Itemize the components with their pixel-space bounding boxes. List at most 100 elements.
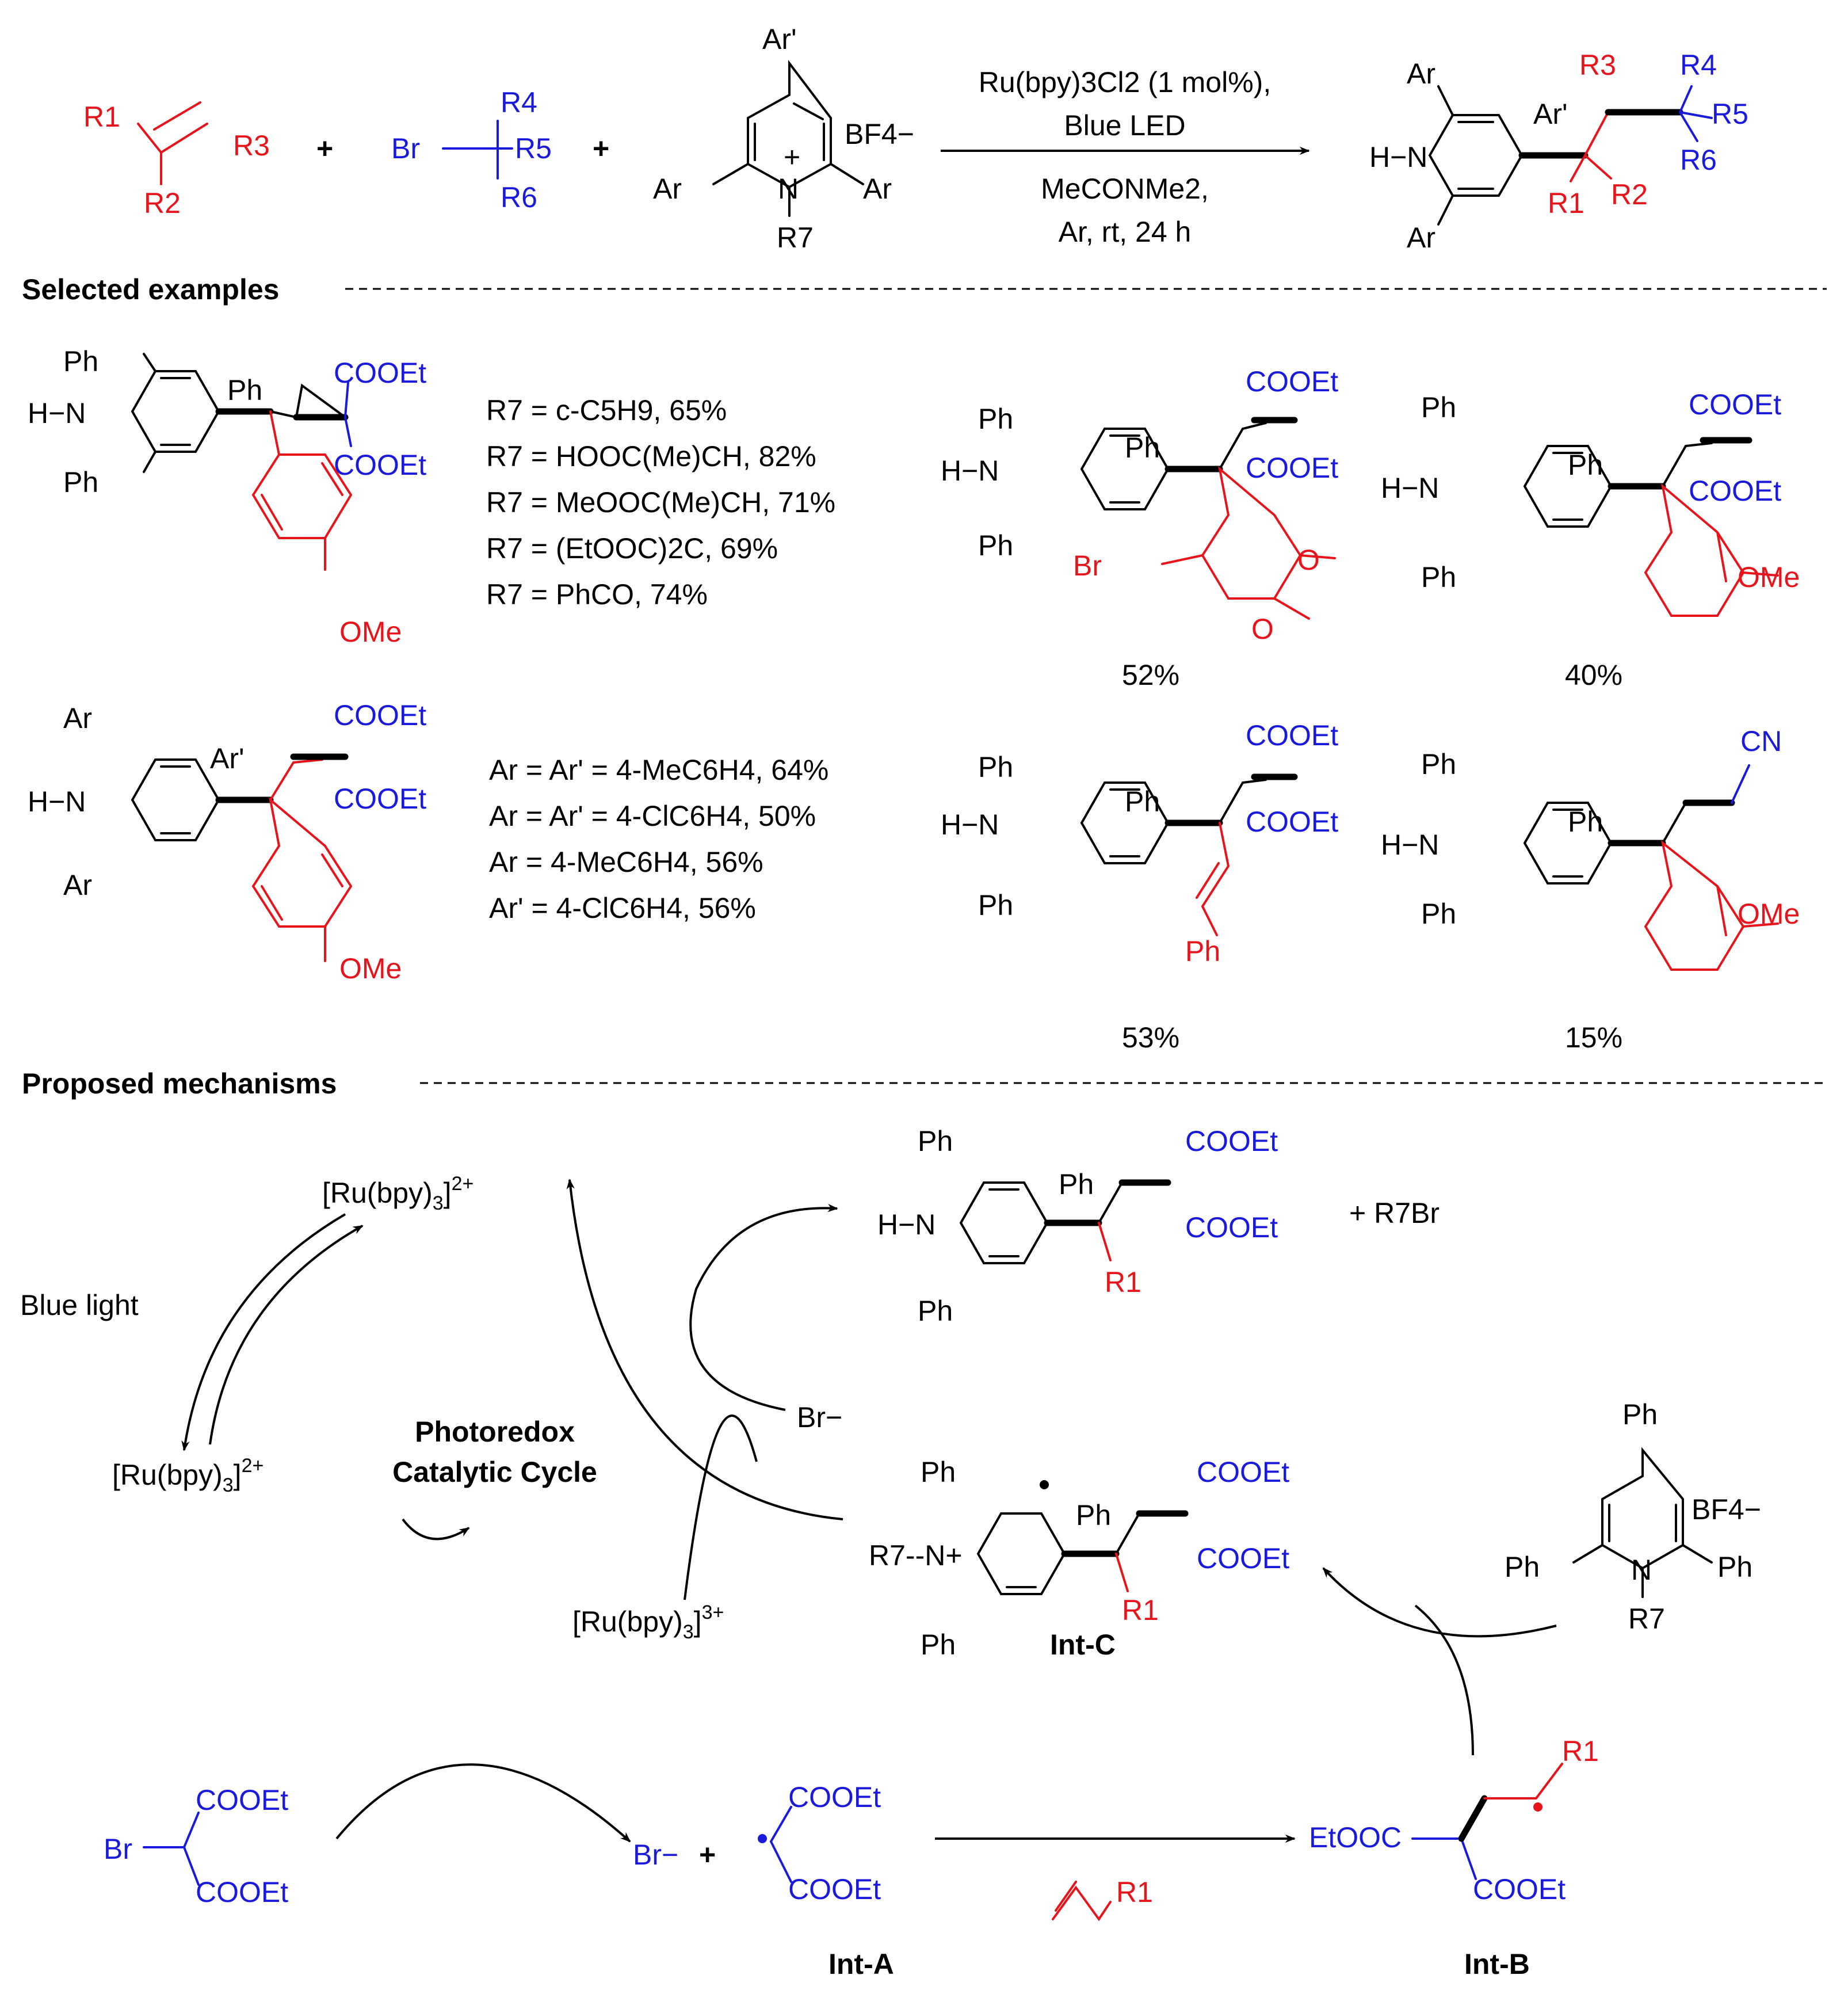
ex5-ph-styryl: Ph [1185, 935, 1220, 967]
ex2-cooet-1: COOEt [1246, 365, 1338, 398]
plus-sign-3: + [699, 1839, 716, 1871]
ex4-ar-top: Ar [63, 702, 92, 734]
intc-ph-quat: Ph [1076, 1499, 1111, 1531]
example-nitrile: Ph H−N Ph Ph CN OMe 15% [1381, 725, 1800, 1054]
alkene-reactant: R1 R2 R3 [83, 101, 270, 219]
ex3-yield: 40% [1565, 659, 1622, 691]
ex6-ph-quat: Ph [1568, 806, 1603, 838]
ex3-cooet-2: COOEt [1689, 475, 1781, 507]
ex1-ph-quat: Ph [227, 374, 262, 406]
bromide-anion: Br− [633, 1839, 678, 1871]
malonyl-radical-cooet-2: COOEt [788, 1873, 881, 1905]
ex1-ph-top: Ph [63, 345, 98, 378]
ex2-ph-top: Ph [978, 403, 1013, 435]
pyridinium-r7: R7 [777, 222, 814, 254]
intc-cooet-2: COOEt [1197, 1542, 1289, 1574]
intc-ph-bottom: Ph [921, 1629, 956, 1661]
mp-ph-top: Ph [918, 1125, 953, 1157]
product-r5: R5 [1712, 98, 1748, 130]
alkene-r1-reagent: R1 [1116, 1876, 1153, 1908]
ex5-ph-top: Ph [978, 751, 1013, 783]
product-ar-top: Ar [1407, 58, 1435, 90]
pyridinium-salt-reactant: Ar' Ar Ar N + R7 BF4− [653, 23, 914, 254]
intb-cooet: COOEt [1473, 1873, 1566, 1905]
ex3-ome: OMe [1738, 561, 1800, 593]
bromomalonate-br: Br [104, 1833, 132, 1865]
ex6-ph-bottom: Ph [1421, 898, 1456, 930]
ex5-ph-bottom: Ph [978, 889, 1013, 921]
ru-bpy3-3plus: [Ru(bpy)3]3+ [572, 1602, 724, 1643]
ex1-ome: OMe [339, 616, 402, 648]
intc-ph-top: Ph [921, 1456, 956, 1488]
mp-r1: R1 [1105, 1266, 1141, 1298]
pyridinium-ar-top: Ar' [762, 23, 797, 55]
reaction-arrow: Ru(bpy)3Cl2 (1 mol%), Blue LED MeCONMe2,… [941, 66, 1310, 248]
ex4-nh: H−N [28, 786, 86, 818]
product-r6: R6 [1680, 144, 1717, 176]
product-r1: R1 [1548, 187, 1584, 219]
mech-pyr-ph-left: Ph [1505, 1551, 1540, 1583]
intb-etooc: EtOOC [1309, 1821, 1402, 1854]
ex3-nh: H−N [1381, 472, 1439, 504]
proposed-mechanisms-heading: Proposed mechanisms [22, 1067, 337, 1100]
ex2-yield: 52% [1122, 659, 1179, 691]
ar-entry-1: Ar = Ar' = 4-MeC6H4, 64% [489, 754, 828, 786]
ex2-br: Br [1073, 550, 1102, 582]
alkene-r2: R2 [144, 187, 181, 219]
ru-bpy3-2plus-excited: [Ru(bpy)3]2+ [112, 1455, 264, 1496]
mechanism-pyridinium: Ph Ph Ph N R7 BF4− [1322, 1398, 1761, 1756]
bromomalonate-cooet-1: COOEt [196, 1784, 288, 1816]
bromide-br: Br [391, 132, 420, 165]
condition-atmosphere: Ar, rt, 24 h [1059, 216, 1192, 248]
ex6-yield: 15% [1565, 1021, 1622, 1054]
mp-ph-quat: Ph [1059, 1168, 1094, 1200]
r7-entry-5: R7 = PhCO, 74% [486, 578, 708, 611]
intc-r1: R1 [1122, 1594, 1159, 1626]
mp-ph-bottom: Ph [918, 1295, 953, 1327]
ex6-ome: OMe [1738, 898, 1800, 930]
blue-light-label: Blue light [20, 1289, 139, 1321]
ex1-nh: H−N [28, 397, 86, 429]
br-minus-release: Br− [797, 1401, 842, 1433]
ex6-nh: H−N [1381, 829, 1439, 861]
ru-bpy3-2plus-ground: [Ru(bpy)3]2+ [322, 1173, 474, 1214]
ex1-ph-bottom: Ph [63, 466, 98, 498]
cycle-label-2: Catalytic Cycle [392, 1456, 597, 1488]
product-r3: R3 [1579, 49, 1616, 81]
product-arp: Ar' [1533, 98, 1568, 130]
plus-sign-1: + [316, 132, 333, 165]
ar-yield-list: Ar = Ar' = 4-MeC6H4, 64% Ar = Ar' = 4-Cl… [489, 754, 828, 924]
example-bromo-benzodioxole: Ph H−N Ph Ph COOEt COOEt Br O O 52% [941, 365, 1338, 691]
ex4-cooet-1: COOEt [334, 699, 426, 731]
pyridinium-ar-right: Ar [863, 173, 892, 205]
ex4-ome: OMe [339, 952, 402, 985]
r7-yield-list: R7 = c-C5H9, 65% R7 = HOOC(Me)CH, 82% R7… [486, 394, 835, 611]
ex4-cooet-2: COOEt [334, 783, 426, 815]
ex2-o-2: O [1251, 613, 1274, 645]
ex3-ph-quat: Ph [1568, 449, 1603, 481]
ex2-ph-bottom: Ph [978, 529, 1013, 562]
ar-entry-2: Ar = Ar' = 4-ClC6H4, 50% [489, 800, 816, 832]
pyridinium-counterion: BF4− [845, 118, 914, 150]
r7br-byproduct: + R7Br [1349, 1197, 1440, 1229]
inta-label: Int-A [828, 1948, 894, 1980]
intermediate-c: Ph R7--N+ Ph Ph COOEt COOEt R1 Int-C [869, 1456, 1289, 1661]
product-r4: R4 [1680, 49, 1717, 81]
ex2-cooet-2: COOEt [1246, 452, 1338, 484]
mech-pyr-n: N [1631, 1554, 1652, 1586]
example-3-methoxyphenyl: Ph H−N Ph Ph COOEt COOEt OMe 40% [1381, 388, 1800, 691]
example-styryl: Ph H−N Ph Ph COOEt COOEt Ph 53% [941, 719, 1338, 1054]
mech-pyr-r7: R7 [1628, 1603, 1665, 1635]
ar-entry-3: Ar = 4-MeC6H4, 56% [489, 846, 763, 878]
product-r2: R2 [1611, 178, 1648, 211]
intc-r7-n: R7--N+ [869, 1539, 963, 1572]
condition-catalyst: Ru(bpy)3Cl2 (1 mol%), [979, 66, 1271, 98]
ex6-cn: CN [1740, 725, 1782, 757]
ex3-cooet-1: COOEt [1689, 388, 1781, 421]
ex3-ph-top: Ph [1421, 391, 1456, 424]
ex2-o-1: O [1297, 544, 1320, 576]
mech-pyr-ph-top: Ph [1622, 1398, 1658, 1431]
bromide-r6: R6 [501, 181, 537, 213]
mp-cooet-2: COOEt [1185, 1211, 1278, 1244]
